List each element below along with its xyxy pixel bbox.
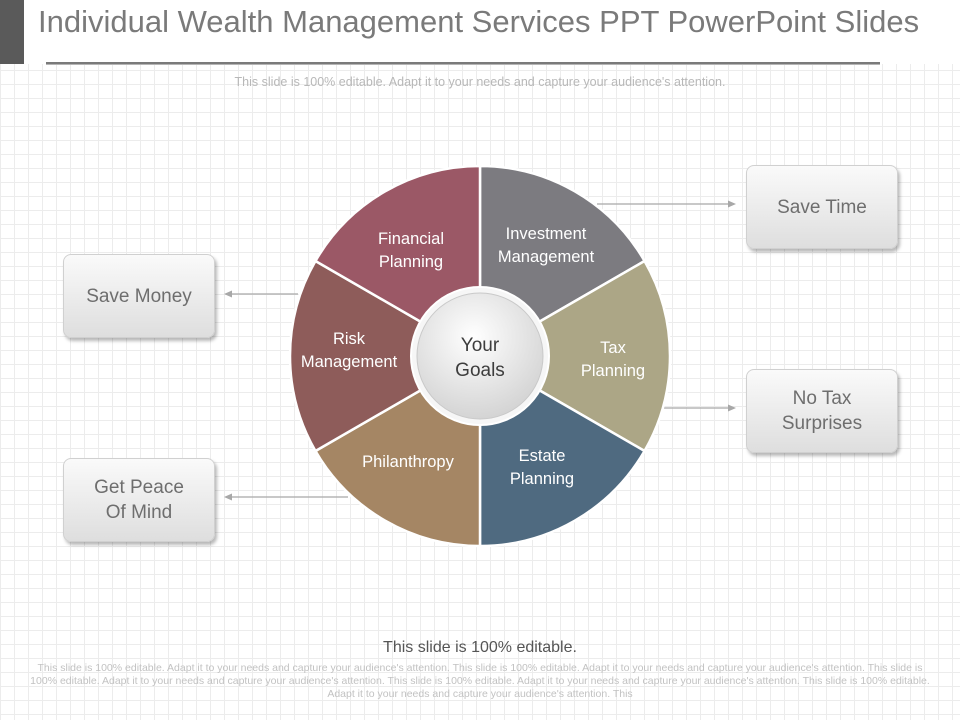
slide-subtitle: This slide is 100% editable. Adapt it to…: [234, 75, 726, 89]
arrowhead-get-peace: [224, 493, 232, 501]
footer-editable-note: This slide is 100% editable.: [383, 639, 577, 656]
segment-label-investment-management: Investment Management: [497, 225, 595, 266]
arrowhead-save-time: [728, 200, 736, 208]
wheel-segments: [288, 164, 672, 548]
title-accent-block: [0, 0, 24, 64]
segment-label-risk-management: Risk Management: [300, 330, 398, 371]
callout-no-tax-surprises: No Tax Surprises: [746, 369, 898, 453]
title-underline: [46, 62, 880, 65]
callout-save-time: Save Time: [746, 165, 898, 249]
center-goals-label: Your Goals: [455, 335, 505, 381]
callout-get-peace-of-mind: Get Peace Of Mind: [63, 458, 215, 542]
arrowhead-save-money: [224, 290, 232, 298]
footer-fine-print: This slide is 100% editable. Adapt it to…: [30, 662, 930, 700]
segment-label-financial-planning: Financial Planning: [377, 230, 445, 271]
arrowhead-no-tax: [728, 404, 736, 412]
title-background: [24, 0, 960, 64]
segment-label-estate-planning: Estate Planning: [509, 447, 575, 488]
segment-label-tax-planning: Tax Planning: [580, 339, 646, 380]
callout-save-money: Save Money: [63, 254, 215, 338]
slide-title: Individual Wealth Management Services PP…: [38, 4, 920, 39]
segment-label-philanthropy: Philanthropy: [362, 453, 454, 471]
center-circle: [416, 292, 544, 420]
